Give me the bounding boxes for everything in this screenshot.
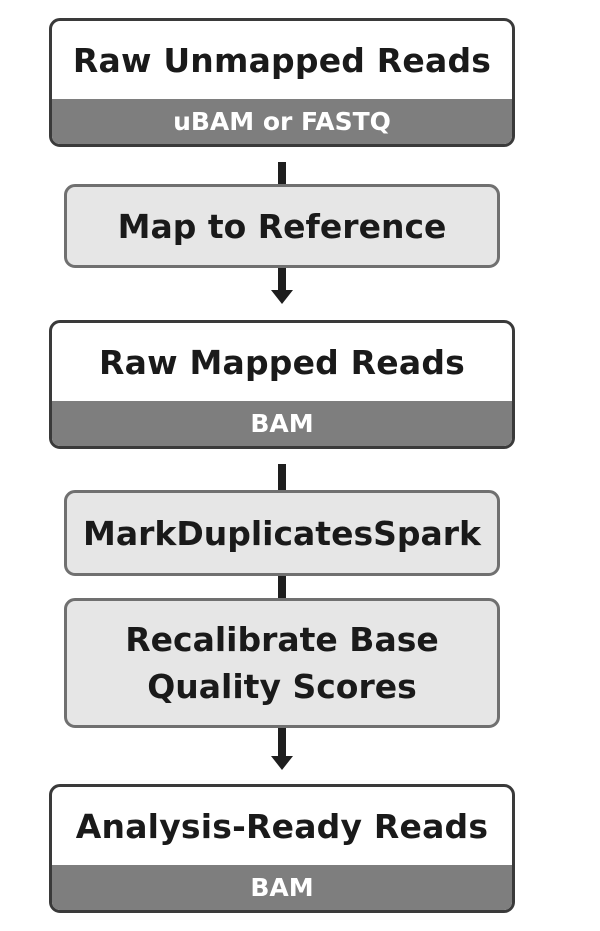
arrow-down-icon xyxy=(271,756,293,770)
process-node-label: Map to Reference xyxy=(117,206,447,246)
data-node-raw-mapped-reads: Raw Mapped Reads BAM xyxy=(49,320,515,449)
data-node-format: BAM xyxy=(52,401,512,446)
connector-line xyxy=(278,162,286,184)
data-node-title: Raw Mapped Reads xyxy=(98,342,466,382)
connector-line xyxy=(278,464,286,490)
process-node-markduplicatesspark: MarkDuplicatesSpark xyxy=(64,490,500,576)
process-node-label: Recalibrate Base Quality Scores xyxy=(125,620,439,706)
data-node-analysis-ready-reads: Analysis-Ready Reads BAM xyxy=(49,784,515,913)
process-node-label: MarkDuplicatesSpark xyxy=(83,513,481,553)
connector-line xyxy=(278,728,286,756)
process-node-recalibrate-base-quality-scores: Recalibrate Base Quality Scores xyxy=(64,598,500,728)
data-node-title: Raw Unmapped Reads xyxy=(72,40,492,80)
connector-line xyxy=(278,268,286,290)
connector-line xyxy=(278,576,286,598)
data-node-format: uBAM or FASTQ xyxy=(52,99,512,144)
process-node-map-to-reference: Map to Reference xyxy=(64,184,500,268)
arrow-down-icon xyxy=(271,290,293,304)
data-node-raw-unmapped-reads: Raw Unmapped Reads uBAM or FASTQ xyxy=(49,18,515,147)
data-node-title: Analysis-Ready Reads xyxy=(75,806,489,846)
data-node-format: BAM xyxy=(52,865,512,910)
